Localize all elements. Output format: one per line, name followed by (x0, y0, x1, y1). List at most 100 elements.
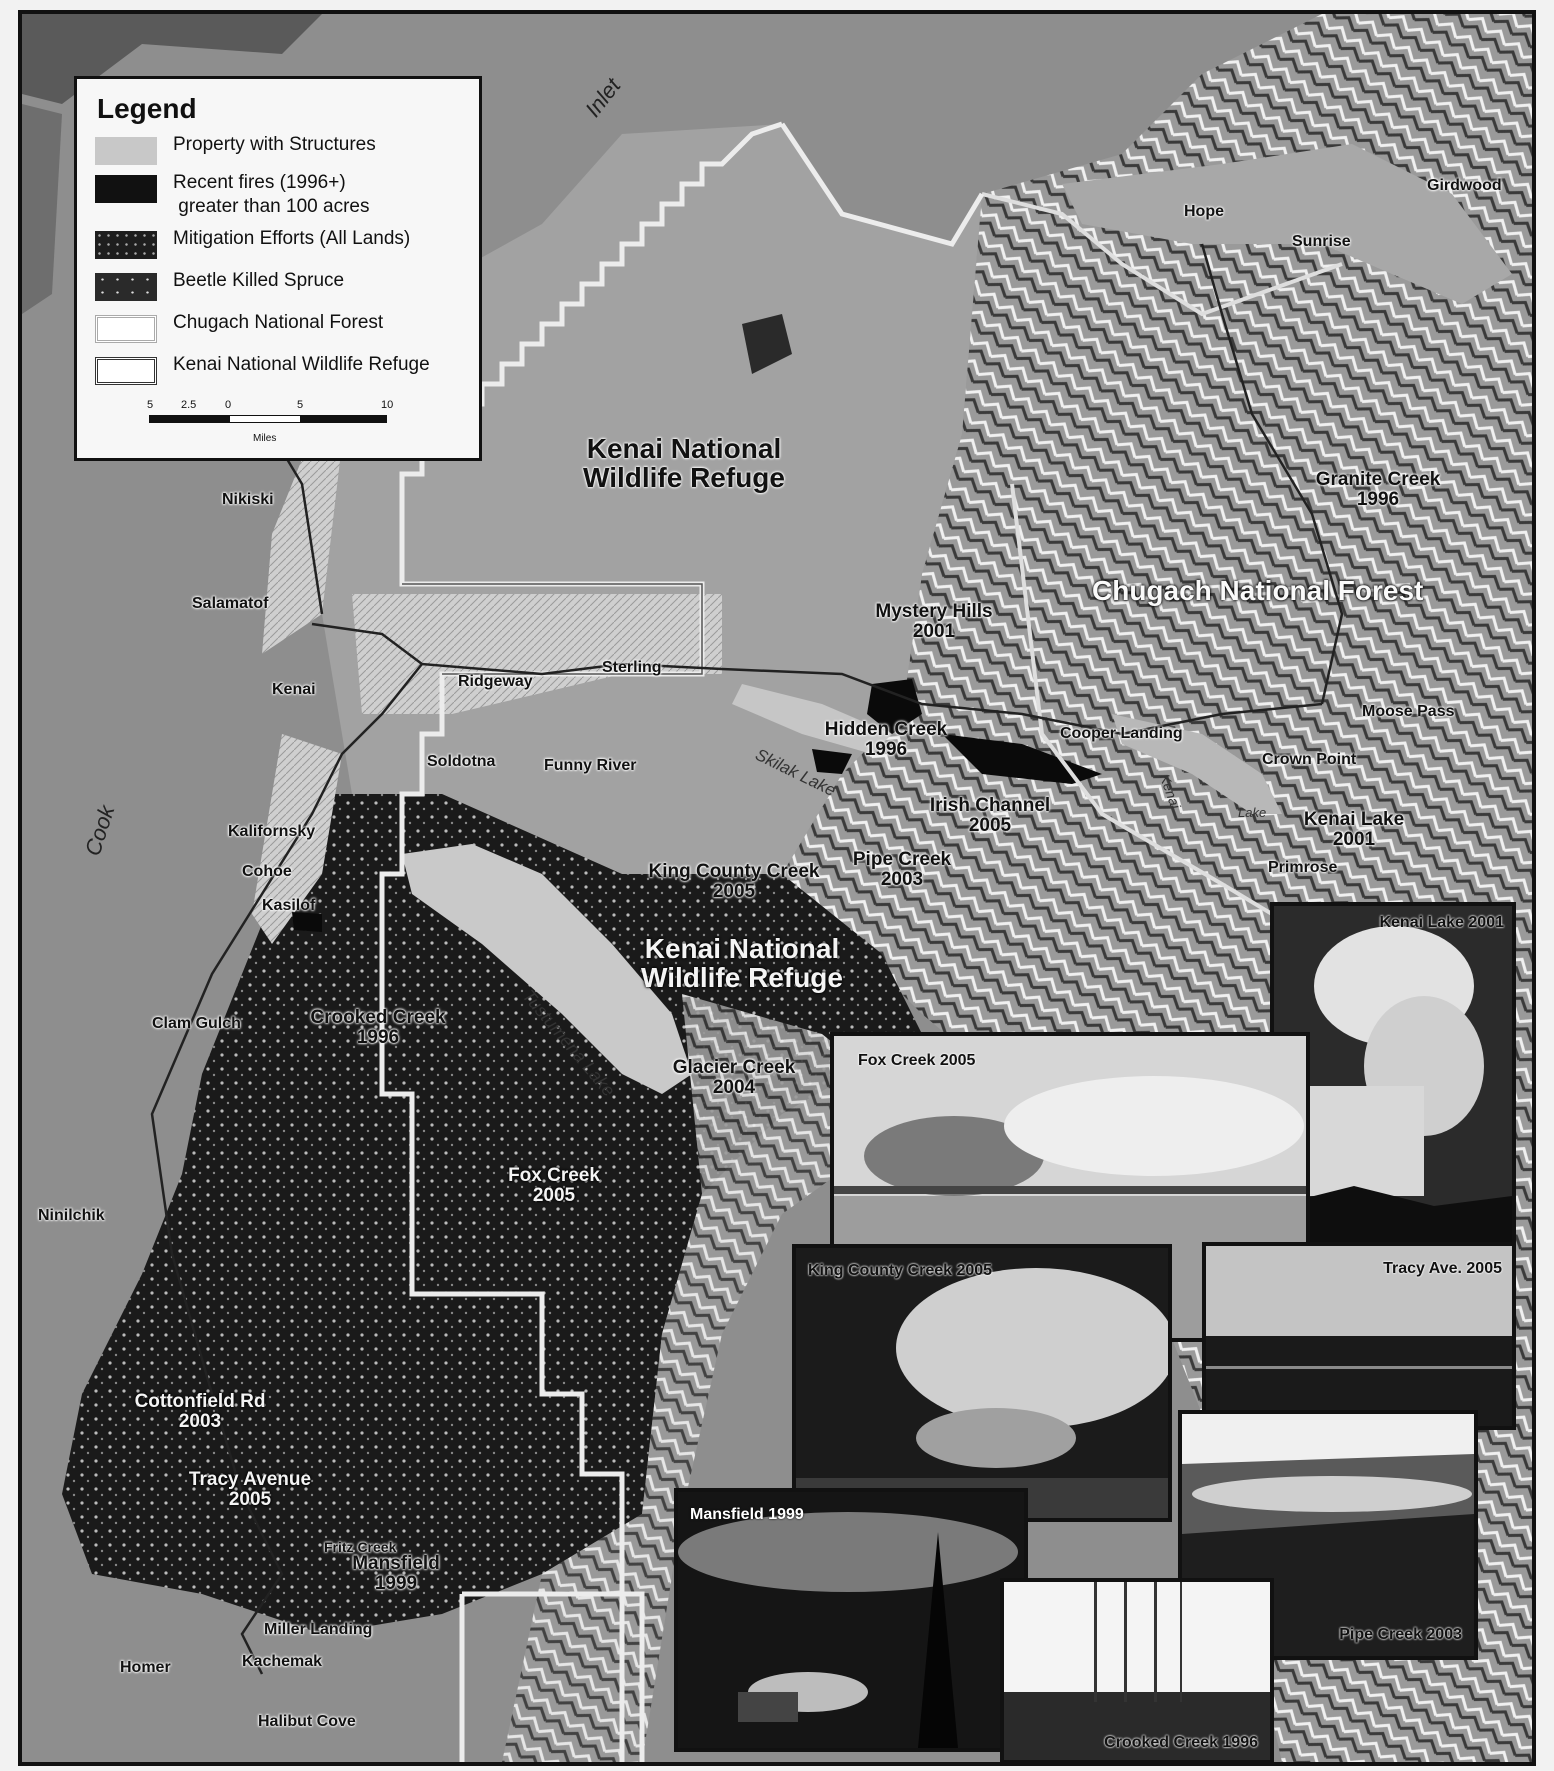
town-primrose: Primrose (1268, 859, 1338, 876)
kachemak-parcel (459, 1591, 645, 1762)
fire-mystery-hills (742, 314, 792, 374)
scale-units: Miles (253, 433, 277, 444)
fire-label-crooked-creek: Crooked Creek 1996 (310, 1007, 446, 1048)
label-refuge-north: Kenai National Wildlife Refuge (583, 433, 785, 494)
legend-item-structures: Property with Structures (95, 133, 475, 167)
chugach-boundary (1010, 483, 1274, 916)
photo-caption-tracy-ave: Tracy Ave. 2005 (1383, 1260, 1502, 1277)
nw-shore (22, 14, 322, 104)
town-sunrise: Sunrise (1292, 233, 1351, 250)
mitigation-swatch (95, 231, 157, 259)
town-nikiski: Nikiski (222, 491, 274, 508)
town-moose-pass: Moose Pass (1362, 703, 1455, 720)
photo-king-county-image (796, 1248, 1168, 1518)
town-girdwood: Girdwood (1427, 177, 1502, 194)
scale-bar: 5 2.5 0 5 10 Miles (147, 399, 407, 449)
photo-mansfield: Mansfield 1999 (674, 1488, 1028, 1752)
town-soldotna: Soldotna (427, 753, 496, 770)
fire-irish-channel (942, 734, 1102, 784)
fire-label-king-county-creek: King County Creek 2005 (648, 861, 820, 902)
turnagain-arm (1062, 144, 1512, 304)
town-kasilof: Kasilof (262, 897, 316, 914)
photo-mansfield-image (678, 1492, 1024, 1748)
town-fritz-creek: Fritz Creek (324, 1539, 397, 1555)
legend-title: Legend (97, 93, 197, 124)
town-miller-landing: Miller Landing (264, 1621, 373, 1638)
legend-item-mitigation: Mitigation Efforts (All Lands) (95, 227, 475, 261)
fire-label-irish-channel: Irish Channel 2005 (929, 795, 1051, 836)
fire-crooked-creek (292, 912, 322, 932)
fire-label-mystery-hills: Mystery Hills 2001 (875, 601, 993, 642)
legend-item-beetle: Beetle Killed Spruce (95, 269, 475, 303)
kenai-mountains-south (502, 994, 922, 1762)
sterling-highway (150, 662, 1323, 1675)
map-frame: Legend Property with Structures Recent f… (18, 10, 1536, 1766)
skilak-lake (732, 684, 892, 754)
legend-item-recent-fires: Recent fires (1996+) greater than 100 ac… (95, 171, 475, 217)
photo-caption-kenai-lake: Kenai Lake 2001 (1379, 914, 1504, 931)
town-sterling: Sterling (602, 659, 662, 676)
fire-label-tracy-avenue: Tracy Avenue 2005 (188, 1469, 312, 1510)
photo-caption-mansfield: Mansfield 1999 (690, 1506, 804, 1523)
refuge-boundary (379, 121, 985, 1762)
scale-segment-right (301, 415, 387, 423)
label-lake: Lake (1238, 805, 1267, 820)
photo-caption-crooked-creek: Crooked Creek 1996 (1104, 1734, 1258, 1751)
legend-label-recent-fires: Recent fires (1996+) greater than 100 ac… (173, 172, 370, 217)
legend-item-chugach: Chugach National Forest (95, 311, 475, 345)
fire-label-cottonfield-rd: Cottonfield Rd 2003 (134, 1391, 266, 1432)
scale-segment-mid (229, 415, 301, 423)
tustumena-lake (402, 844, 692, 1094)
town-cohoe: Cohoe (242, 863, 292, 880)
label-refuge-south: Kenai National Wildlife Refuge (641, 933, 843, 994)
fire-label-glacier-creek: Glacier Creek 2004 (672, 1057, 796, 1098)
town-funny-river: Funny River (544, 757, 637, 774)
west-landmass (22, 104, 62, 314)
fire-label-hidden-creek: Hidden Creek 1996 (824, 719, 948, 760)
label-chugach-forest: Chugach National Forest (1092, 575, 1424, 606)
legend-label-refuge: Kenai National Wildlife Refuge (173, 354, 430, 375)
chugach-boundary-north (981, 192, 1343, 317)
town-ninilchik: Ninilchik (38, 1207, 105, 1224)
fire-label-mansfield: Mansfield 1999 (352, 1553, 440, 1594)
structures-swatch (95, 137, 157, 165)
town-cooper-landing: Cooper Landing (1060, 725, 1183, 742)
legend-box: Legend Property with Structures Recent f… (74, 76, 482, 461)
scale-tick-3: 5 (297, 399, 304, 411)
photo-kenai-lake: Kenai Lake 2001 (1270, 902, 1516, 1270)
photo-caption-pipe-creek: Pipe Creek 2003 (1339, 1626, 1462, 1643)
recent-fires-swatch (95, 175, 157, 203)
photo-tracy-ave: Tracy Ave. 2005 (1202, 1242, 1516, 1430)
legend-item-refuge: Kenai National Wildlife Refuge (95, 353, 475, 387)
scale-tick-4: 10 (381, 399, 394, 411)
legend-label-chugach: Chugach National Forest (173, 312, 384, 333)
town-halibut-cove: Halibut Cove (258, 1713, 356, 1730)
kenai-lake (1112, 714, 1282, 814)
fire-hidden-creek (867, 679, 922, 734)
town-crown-point: Crown Point (1262, 751, 1357, 768)
beetle-swatch (95, 273, 157, 301)
photo-king-county-creek: King County Creek 2005 (792, 1244, 1172, 1522)
town-kenai: Kenai (272, 681, 316, 698)
refuge-swatch (95, 357, 157, 385)
fire-label-pipe-creek: Pipe Creek 2003 (852, 849, 952, 890)
scale-tick-1: 2.5 (181, 399, 197, 411)
fire-label-kenai-lake: Kenai Lake 2001 (1303, 809, 1405, 850)
chugach-swatch (95, 315, 157, 343)
town-homer: Homer (120, 1659, 171, 1676)
photo-caption-fox-creek: Fox Creek 2005 (858, 1052, 976, 1069)
structures-north (262, 434, 342, 654)
town-ridgeway: Ridgeway (458, 673, 533, 690)
photo-kenai-lake-image (1274, 906, 1512, 1266)
photo-crooked-creek-image (1004, 1582, 1270, 1760)
photo-pipe-creek: Pipe Creek 2003 (1178, 1410, 1478, 1660)
scale-segment-left (149, 415, 229, 423)
fire-pipe-creek (812, 749, 852, 774)
town-clam-gulch: Clam Gulch (152, 1015, 241, 1032)
refuge-boundary-inner (402, 583, 703, 675)
scale-tick-2: 0 (225, 399, 232, 411)
seward-highway (1200, 243, 1344, 705)
legend-label-beetle: Beetle Killed Spruce (173, 270, 345, 291)
fire-label-granite-creek: Granite Creek 1996 (1315, 469, 1441, 510)
town-kachemak: Kachemak (242, 1653, 323, 1670)
